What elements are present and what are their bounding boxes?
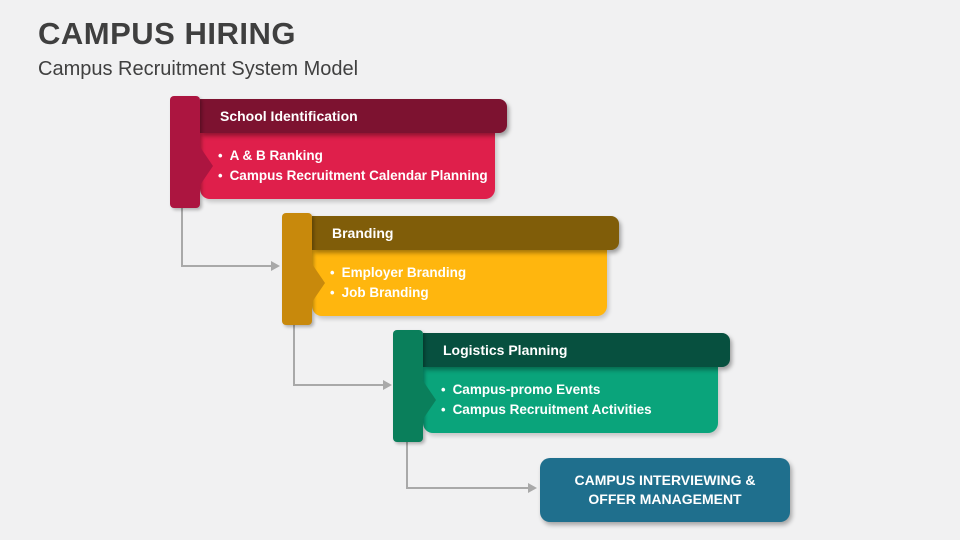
slide-subtitle: Campus Recruitment System Model [38,58,359,80]
slide-title: CAMPUS HIRING [38,16,296,51]
stage-header: Branding [312,216,619,250]
bullet-label: Employer Branding [341,265,467,280]
bullet-dot: • [441,382,446,397]
stage-body: • Campus-promo Events • Campus Recruitme… [423,367,718,433]
bullet-item: • A & B Ranking [218,146,495,166]
connector-3-horizontal [406,487,529,489]
stage-header: Logistics Planning [423,333,730,367]
bullet-label: Campus Recruitment Activities [452,402,652,417]
final-stage-label-line1: CAMPUS INTERVIEWING & [574,472,756,488]
bullet-item: • Campus Recruitment Activities [441,400,718,420]
bullet-dot: • [330,265,335,280]
stage-body: • A & B Ranking • Campus Recruitment Cal… [200,133,495,199]
stage-body: • Employer Branding • Job Branding [312,250,607,316]
connector-1-arrowhead-icon [271,261,280,271]
stage-header-label: School Identification [220,108,358,124]
bullet-dot: • [441,402,446,417]
bullet-dot: • [330,285,335,300]
final-stage-label-line2: OFFER MANAGEMENT [588,491,742,507]
stage-ribbon [282,213,312,325]
connector-2-arrowhead-icon [383,380,392,390]
bullet-item: • Job Branding [330,283,607,303]
bullet-label: A & B Ranking [229,148,323,163]
connector-1-vertical [181,207,183,266]
stage-header-label: Branding [332,225,394,241]
stage-logistics-planning: • Campus-promo Events • Campus Recruitme… [393,330,733,444]
connector-3-arrowhead-icon [528,483,537,493]
stage-header-label: Logistics Planning [443,342,568,358]
connector-3-vertical [406,441,408,488]
connector-2-horizontal [293,384,384,386]
stage-header: School Identification [200,99,507,133]
bullet-label: Campus-promo Events [452,382,601,397]
bullet-label: Campus Recruitment Calendar Planning [229,168,488,183]
connector-2-vertical [293,324,295,385]
connector-1-horizontal [181,265,272,267]
stage-ribbon [393,330,423,442]
stage-campus-interviewing-offer-management: CAMPUS INTERVIEWING & OFFER MANAGEMENT [540,458,790,522]
bullet-dot: • [218,148,223,163]
stage-branding: • Employer Branding • Job Branding Brand… [282,213,622,327]
stage-ribbon [170,96,200,208]
stage-school-identification: • A & B Ranking • Campus Recruitment Cal… [170,96,510,210]
bullet-item: • Campus-promo Events [441,380,718,400]
bullet-label: Job Branding [341,285,429,300]
bullet-dot: • [218,168,223,183]
bullet-item: • Employer Branding [330,263,607,283]
bullet-item: • Campus Recruitment Calendar Planning [218,166,495,186]
